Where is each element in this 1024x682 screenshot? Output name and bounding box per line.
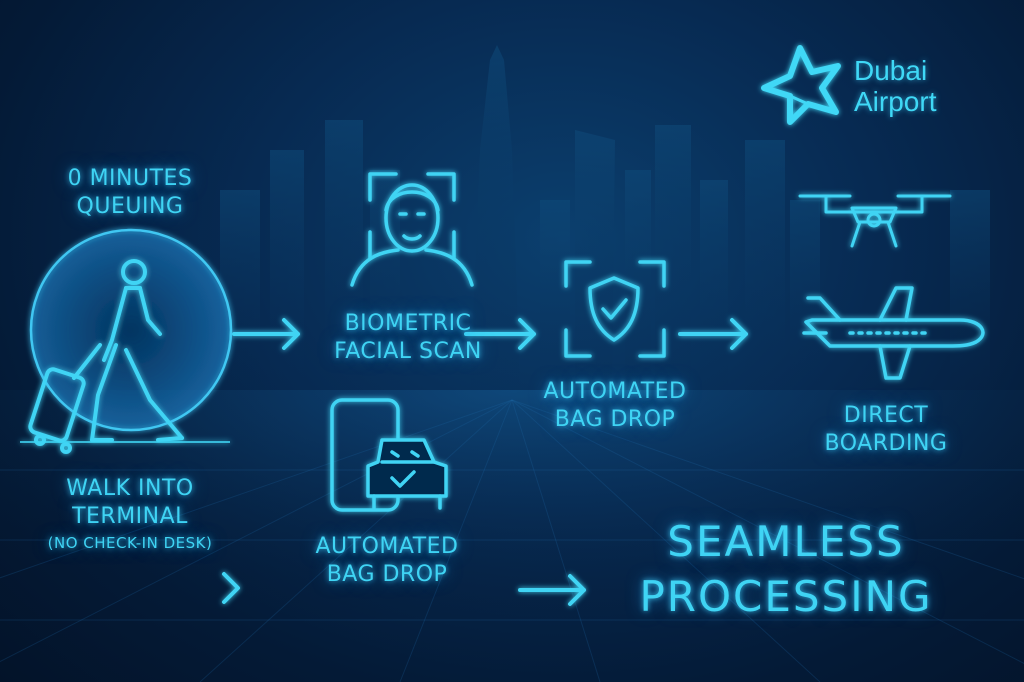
biometric-line-1: BIOMETRIC [344, 311, 472, 336]
arrow-right-icon [222, 318, 748, 606]
queue-line-2: QUEUING [76, 193, 184, 219]
boarding-label: DIRECT BOARDING [796, 402, 976, 457]
logo-line-2: Airport [854, 86, 937, 118]
seamless-processing-title: SEAMLESS PROCESSING [606, 515, 966, 624]
bag-drop-bottom-label: AUTOMATED BAG DROP [292, 533, 482, 588]
bag-drop-top-line-1: AUTOMATED [543, 379, 687, 404]
shield-check-icon [564, 260, 666, 358]
dubai-airport-logo: Dubai Airport [854, 55, 936, 118]
walk-line-2: TERMINAL [72, 503, 188, 529]
floor-grid [0, 399, 1024, 682]
airplane-icon [802, 286, 985, 380]
bag-drop-top-label: AUTOMATED BAG DROP [520, 378, 710, 433]
boarding-line-1: DIRECT [843, 403, 929, 428]
queue-label: 0 MINUTES QUEUING [30, 165, 230, 220]
walk-line-1: WALK INTO [66, 476, 194, 501]
phone-car-icon [330, 398, 448, 512]
boarding-line-2: BOARDING [824, 430, 948, 456]
biometric-line-2: FACIAL SCAN [334, 338, 482, 364]
star-logo-icon [761, 45, 841, 125]
bag-drop-bottom-line-2: BAG DROP [326, 561, 448, 587]
biometric-label: BIOMETRIC FACIAL SCAN [318, 310, 498, 365]
bag-drop-bottom-line-1: AUTOMATED [315, 534, 459, 559]
face-scan-icon [350, 172, 474, 287]
city-skyline [220, 45, 990, 390]
walking-traveler-icon [20, 228, 233, 454]
seamless-line-1: SEAMLESS [667, 517, 905, 566]
seamless-line-2: PROCESSING [639, 571, 933, 621]
walk-line-3: (NO CHECK-IN DESK) [47, 534, 213, 552]
bag-drop-top-line-2: BAG DROP [554, 406, 676, 432]
queue-line-1: 0 MINUTES [67, 166, 193, 191]
drone-icon [798, 194, 952, 248]
logo-line-1: Dubai [854, 55, 928, 86]
walk-label: WALK INTO TERMINAL (NO CHECK-IN DESK) [20, 475, 240, 553]
